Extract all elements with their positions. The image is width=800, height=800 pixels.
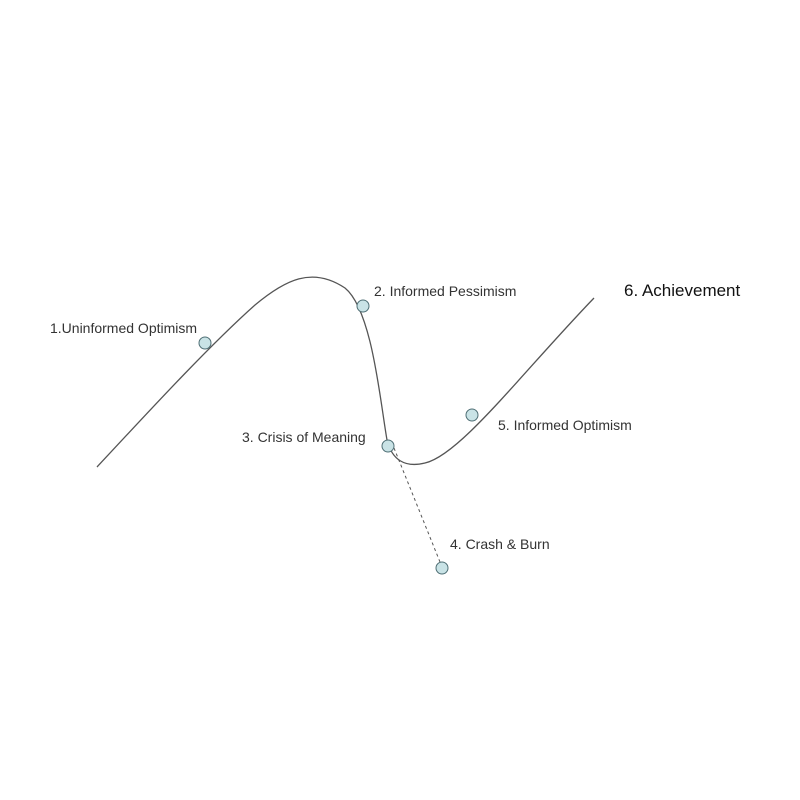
- stage-2-node: [356, 299, 370, 313]
- stage-5-node: [465, 408, 479, 422]
- stage-label-informed-pessimism: 2. Informed Pessimism: [374, 283, 517, 299]
- stage-label-crash-and-burn: 4. Crash & Burn: [450, 536, 550, 552]
- crash-path-dashed-line: [393, 447, 441, 563]
- stage-label-informed-optimism: 5. Informed Optimism: [498, 417, 632, 433]
- change-curve: [96, 276, 595, 468]
- stage-label-achievement: 6. Achievement: [624, 281, 741, 300]
- stage-label-uninformed-optimism: 1.Uninformed Optimism: [50, 320, 198, 336]
- stage-label-crisis-of-meaning: 3. Crisis of Meaning: [242, 429, 366, 445]
- stage-4-node: [435, 561, 449, 575]
- stage-3-node: [381, 439, 395, 453]
- stage-1-node: [198, 336, 212, 350]
